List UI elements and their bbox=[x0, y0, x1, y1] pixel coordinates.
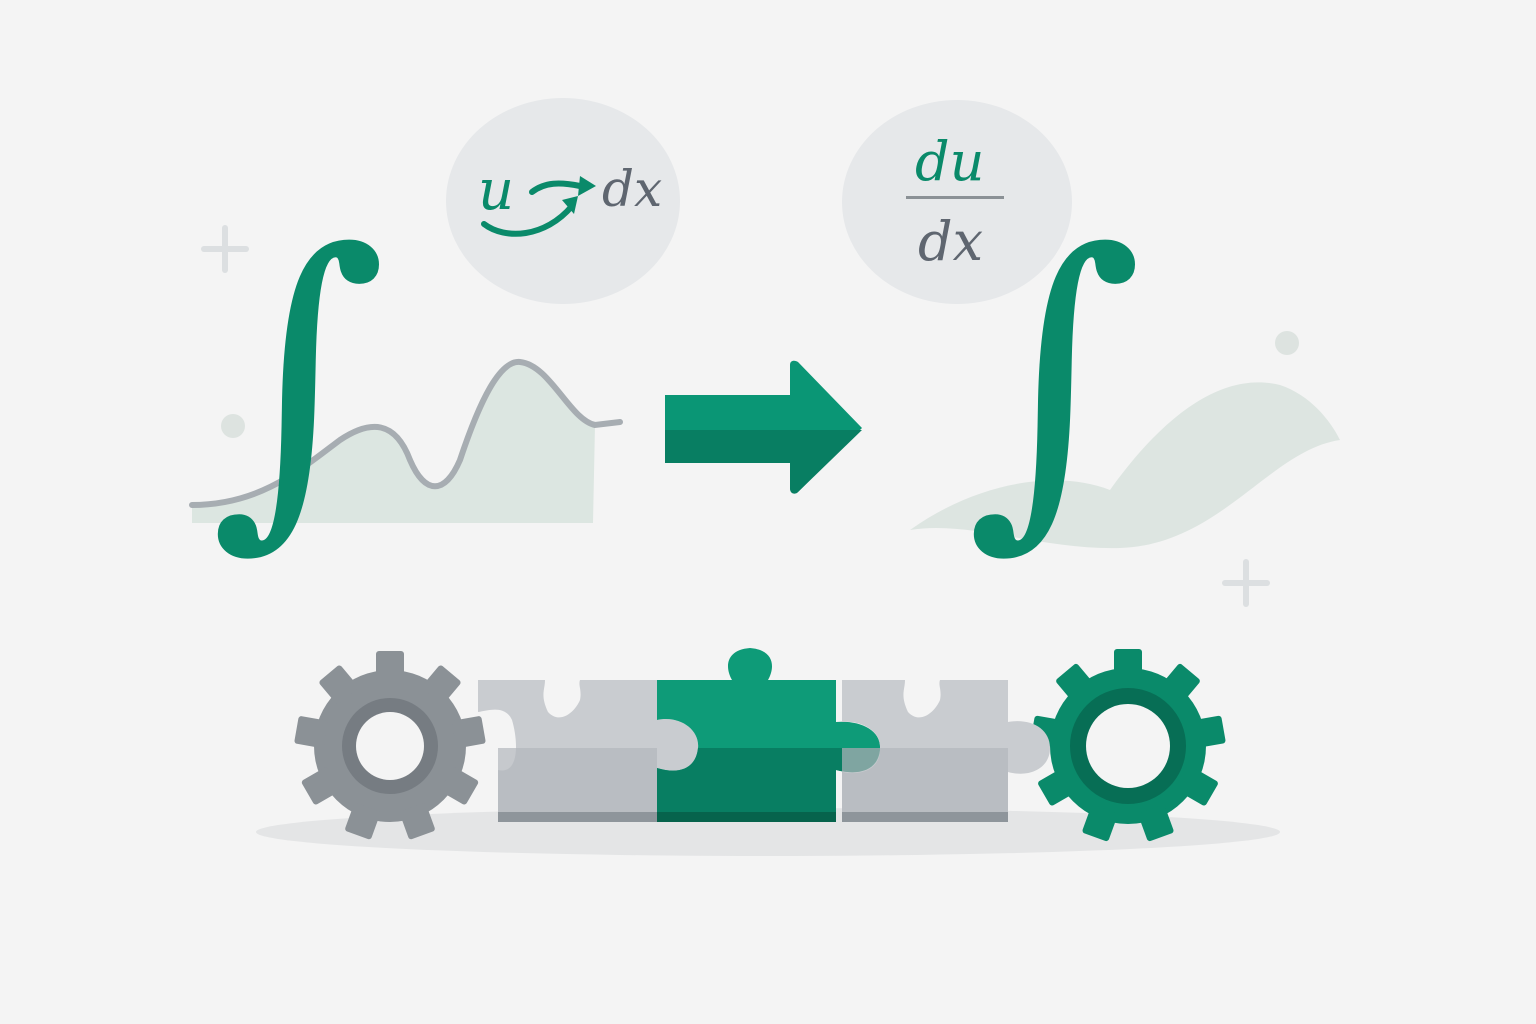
arrow-right-icon bbox=[665, 360, 862, 494]
puzzle-piece-left bbox=[478, 680, 699, 822]
derivative-bubble bbox=[842, 100, 1072, 304]
u-variable: u bbox=[478, 158, 515, 223]
plus-icon bbox=[1222, 559, 1270, 607]
area-under-curve bbox=[192, 361, 595, 523]
decor-dot bbox=[1275, 331, 1299, 355]
integral-symbol-left: ∫ bbox=[210, 182, 388, 578]
fraction-bar bbox=[906, 196, 1004, 199]
dx-term: dx bbox=[602, 160, 663, 218]
function-curve bbox=[189, 359, 623, 508]
du-numerator: du bbox=[915, 130, 985, 193]
puzzle-piece-right bbox=[842, 680, 1050, 822]
transformed-area bbox=[910, 382, 1340, 549]
decor-dot bbox=[221, 414, 245, 438]
puzzle-piece-center bbox=[657, 648, 881, 822]
gear-icon bbox=[294, 651, 486, 840]
integral-symbol-right: ∫ bbox=[966, 182, 1144, 578]
gear-icon bbox=[1030, 649, 1226, 842]
dx-denominator: dx bbox=[918, 210, 984, 273]
plus-icon bbox=[201, 225, 249, 273]
